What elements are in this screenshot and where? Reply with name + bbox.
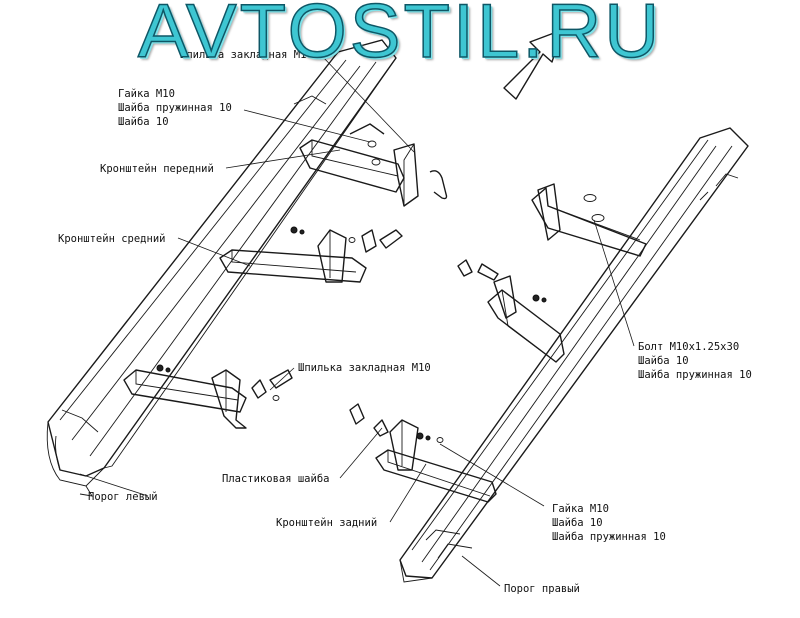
label-bolt-m10: Болт М10х1.25х30	[638, 341, 739, 353]
bracket-rear-left	[123, 364, 293, 429]
label-spring-washer-bolt: Шайба пружинная 10	[638, 369, 752, 381]
watermark-banner: AVTOSTIL.RU	[137, 0, 663, 74]
label-sill-right: Порог правый	[504, 583, 580, 595]
leader-lines	[79, 55, 635, 587]
bracket-front-right	[531, 183, 647, 257]
bracket-middle-left	[219, 226, 403, 283]
bracket-rear-right	[349, 403, 497, 503]
bracket-front-left	[299, 123, 448, 207]
label-spring-washer-right: Шайба пружинная 10	[552, 531, 666, 543]
label-stud-mid: Шпилька закладная М10	[298, 362, 431, 374]
label-spring-washer-left: Шайба пружинная 10	[118, 102, 232, 114]
bracket-middle-right	[457, 259, 565, 363]
label-stud-top: Шпилька закладная М10	[180, 49, 313, 61]
label-nut-m10-left: Гайка М10	[118, 88, 175, 100]
label-bracket-rear: Кронштейн задний	[276, 517, 377, 529]
label-sill-left: Порог левый	[88, 491, 158, 503]
direction-arrow-icon	[503, 29, 563, 100]
label-washer-bolt: Шайба 10	[638, 355, 689, 367]
label-bracket-front: Кронштейн передний	[100, 163, 214, 175]
label-washer-right: Шайба 10	[552, 517, 603, 529]
label-nut-m10-right: Гайка М10	[552, 503, 609, 515]
label-plastic-washer: Пластиковая шайба	[222, 473, 329, 485]
label-bracket-middle: Кронштейн средний	[58, 233, 165, 245]
label-washer-left: Шайба 10	[118, 116, 169, 128]
callout-labels: Шпилька закладная М10 Гайка М10 Шайба пр…	[58, 49, 752, 595]
